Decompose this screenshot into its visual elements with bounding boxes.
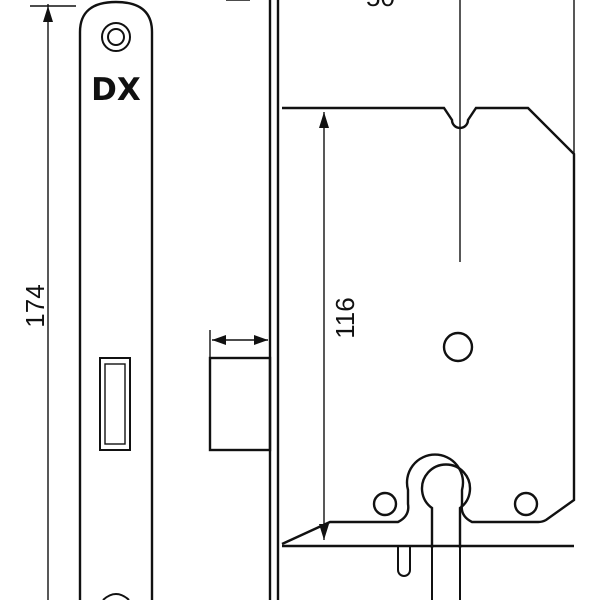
brand-logo: DX [91, 72, 141, 108]
screw-hole-top-outer [101, 22, 131, 52]
lock-case [281, 106, 576, 600]
backset-dimension: 116 [319, 112, 360, 540]
cylinder-keyhole [420, 463, 472, 548]
latch-dim-arrow-left [212, 335, 226, 345]
lock-case-outline [281, 106, 576, 546]
forend-plate [226, 0, 280, 600]
case-bottom-notch [397, 546, 411, 577]
backset-height-label: 116 [330, 297, 360, 338]
latch-dim-arrow-right [254, 335, 268, 345]
dimension-arrow-top [43, 6, 53, 22]
spindle-hole [442, 331, 474, 363]
overall-height-dimension: 174 [20, 4, 76, 600]
screw-hole-top [101, 22, 131, 52]
screw-hole-bottom [102, 593, 130, 600]
latch-slot-inner [104, 363, 126, 445]
screw-hole-right [513, 491, 539, 517]
latch-slot [99, 357, 131, 451]
faceplate: DX [78, 0, 154, 600]
screw-hole-left [372, 491, 398, 517]
top-width-label: 50 [366, 0, 395, 12]
screw-hole-top-inner [107, 28, 125, 46]
backset-arrow-top [319, 112, 329, 128]
overall-height-label: 174 [20, 284, 50, 327]
faceplate-outline [78, 0, 154, 600]
latch-bolt [208, 330, 272, 452]
backset-arrow-bottom [319, 524, 329, 540]
top-width-dimension: 50 [366, 0, 575, 154]
latch-bolt-body [208, 356, 272, 452]
